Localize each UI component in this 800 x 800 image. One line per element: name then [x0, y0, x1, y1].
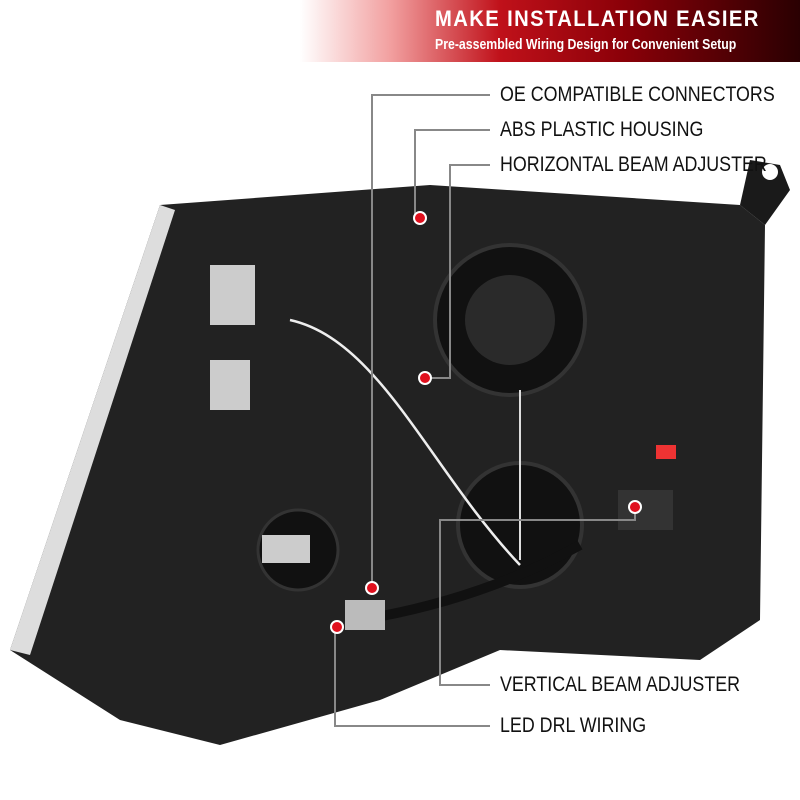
callout-horizontal-adjuster: HORIZONTAL BEAM ADJUSTER	[500, 153, 767, 176]
header-title: MAKE INSTALLATION EASIER	[435, 6, 760, 31]
header-banner	[300, 0, 800, 62]
headlight-housing	[10, 160, 790, 745]
callout-abs-housing: ABS PLASTIC HOUSING	[500, 118, 704, 141]
header-subtitle: Pre-assembled Wiring Design for Convenie…	[435, 36, 737, 53]
callout-oe-connectors: OE COMPATIBLE CONNECTORS	[500, 83, 775, 106]
callout-led-drl-wiring: LED DRL WIRING	[500, 714, 647, 737]
callout-vertical-adjuster: VERTICAL BEAM ADJUSTER	[500, 673, 741, 696]
callout-lines	[334, 94, 636, 727]
callout-dots	[330, 211, 642, 634]
